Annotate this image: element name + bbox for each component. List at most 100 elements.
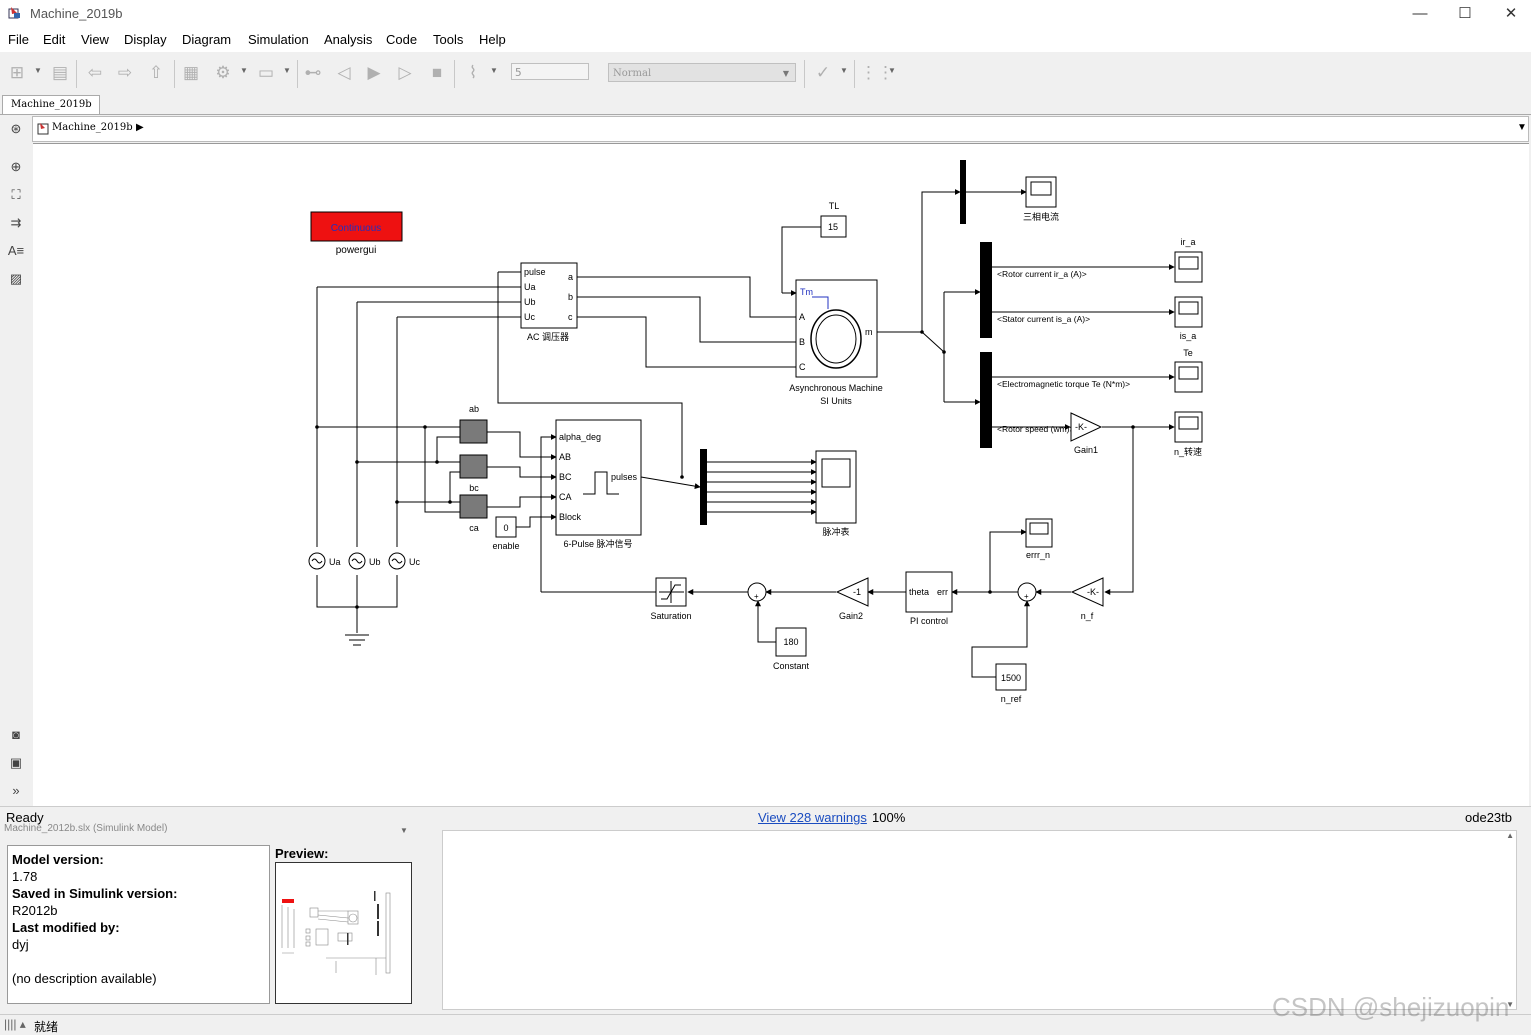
vm-bc-name: bc [469,483,479,493]
model-explorer-icon[interactable]: ▭ [257,63,275,82]
menu-simulation[interactable]: Simulation [248,32,309,47]
gain1-block[interactable]: -K- Gain1 [1070,412,1103,455]
chevron-down-icon[interactable]: ▼ [1517,122,1527,133]
up-icon[interactable]: ⇧ [148,63,164,82]
wires-control [541,529,1071,678]
vm-ab-name: ab [469,404,479,414]
menu-view[interactable]: View [81,32,109,47]
warnings-link[interactable]: View 228 warnings [758,810,867,825]
chevron-down-icon[interactable]: ▼ [240,66,248,75]
menu-analysis[interactable]: Analysis [324,32,373,47]
scope-3phase[interactable]: 三相电流 [1023,176,1059,222]
sum-speed[interactable]: + [1017,582,1037,602]
menu-diagram[interactable]: Diagram [182,32,232,47]
resize-grip-icon[interactable]: |||| ▴ [4,1017,26,1031]
save-icon[interactable]: ▤ [51,63,69,82]
back-icon[interactable]: ⇦ [87,63,103,82]
chevron-down-icon[interactable]: ▼ [400,826,408,835]
svg-text:+: + [1024,592,1029,601]
ac-source-ub[interactable]: Ub [348,552,381,570]
gain2-block[interactable]: -1 Gain2 [835,577,869,621]
model-config-icon[interactable]: ⚙ [215,63,231,82]
nf-gain-block[interactable]: -K- n_f [1070,577,1104,621]
model-browser-icon[interactable]: ▣ [9,755,23,770]
powergui-block[interactable]: Continuous powergui [310,211,403,256]
menu-tools[interactable]: Tools [433,32,464,47]
wires-demux [707,459,817,515]
vmeas-ab[interactable]: ab [459,404,488,444]
modified-by: dyj [12,937,29,952]
constant-180-block[interactable]: 180 Constant [773,627,810,671]
menu-edit[interactable]: Edit [43,32,66,47]
scope-isa[interactable]: is_a [1174,296,1203,341]
chevron-down-icon[interactable]: ▼ [888,66,896,75]
scope-pulse[interactable]: 脉冲表 [815,450,857,537]
step-forward-icon[interactable]: ▷ [398,63,412,82]
close-button[interactable]: ✕ [1504,5,1518,22]
stop-time-input[interactable]: 5 [511,63,589,80]
hide-browser-icon[interactable]: ⊛ [10,121,22,136]
toolbar: ⊞ ▼ ▤ ⇦ ⇨ ⇧ ▦ ⚙ ▼ ▭ ▼ ⊷ ◁ ▶ ▷ ■ ⌇ ▼ 5 No… [0,52,1531,95]
breadcrumb[interactable]: Machine_2019b [52,122,133,133]
async-machine-block[interactable]: Tm A B C m Asynchronous Machine SI Units [789,279,883,406]
scope-speed[interactable]: n_转速 [1174,411,1203,457]
breadcrumb-arrow-icon: ▶ [136,122,144,133]
vmeas-ca[interactable]: ca [459,494,488,533]
fit-view-icon[interactable]: ⛶ [11,187,21,202]
run-icon[interactable]: ▶ [367,63,381,82]
chevron-down-icon[interactable]: ▼ [283,66,291,75]
enable-constant-block[interactable]: 0 enable [492,516,520,551]
menu-help[interactable]: Help [479,32,506,47]
scope-speed-name: n_转速 [1174,446,1202,457]
ac-source-uc[interactable]: Uc [388,552,420,570]
zoom-icon[interactable]: ⊕ [10,159,22,174]
data-inspector-icon[interactable]: ⌇ [468,63,478,82]
maximize-button[interactable]: ☐ [1458,5,1472,22]
nref-constant-block[interactable]: 1500 n_ref [995,663,1027,704]
check-icon[interactable]: ✓ [815,63,831,82]
pulse-generator-block[interactable]: alpha_deg AB BC CA Block pulses 6-Pulse … [555,419,642,549]
step-back-icon[interactable]: ◁ [337,63,351,82]
annotation-icon[interactable]: A≡ [7,243,25,258]
tl-constant-block[interactable]: TL 15 [820,201,847,238]
new-model-icon[interactable]: ⊞ [9,63,25,82]
stop-icon[interactable]: ■ [431,63,443,82]
bus-selector-torque[interactable] [980,352,992,448]
signal-icon[interactable]: ⊷ [304,63,322,82]
vmeas-bc[interactable]: bc [459,454,488,493]
sum-angle[interactable]: + [747,582,767,602]
chevron-down-icon[interactable]: ▼ [840,66,848,75]
tab-model[interactable]: Machine_2019b [2,95,100,114]
ac-source-ua[interactable]: Ua [308,552,341,570]
scope-ira[interactable]: ir_a [1174,237,1203,283]
saturation-block[interactable]: Saturation [650,577,692,621]
ac-regulator-block[interactable]: pulse Ua Ub Uc a b c AC 调压器 [520,262,578,342]
wires-sources [316,271,683,646]
port-pulses: pulses [611,472,638,482]
pi-control-block[interactable]: theta err PI control [905,571,953,626]
menu-code[interactable]: Code [386,32,418,47]
scroll-down-icon[interactable]: ▼ [1506,1000,1514,1009]
chevron-down-icon[interactable]: ▼ [34,66,42,75]
model-canvas[interactable]: Continuous powergui TL 15 pulse Ua Ub Uc… [33,143,1529,806]
bus-selector-3phase[interactable] [960,160,966,224]
arrows-icon[interactable]: ⇉ [10,215,22,230]
minimize-button[interactable]: — [1412,5,1428,22]
scope-errn[interactable]: errr_n [1025,518,1053,560]
expand-icon[interactable]: » [12,783,20,798]
chevron-down-icon[interactable]: ▼ [490,66,498,75]
forward-icon[interactable]: ⇨ [117,63,133,82]
simulation-mode-select[interactable]: Normal ▼ [608,63,796,82]
menu-file[interactable]: File [8,32,29,47]
bus-selector-rotor[interactable] [980,242,992,338]
scroll-up-icon[interactable]: ▲ [1506,831,1514,840]
powergui-state: Continuous [331,223,382,234]
library-browser-icon[interactable]: ▦ [182,63,200,82]
image-icon[interactable]: ▨ [9,271,23,286]
scope-te[interactable]: Te [1174,348,1203,393]
grid-icon[interactable]: ⋮⋮ [860,63,894,82]
demux-block[interactable] [700,449,707,525]
camera-icon[interactable]: ◙ [12,727,20,742]
port-ca: CA [559,492,572,502]
menu-display[interactable]: Display [124,32,167,47]
